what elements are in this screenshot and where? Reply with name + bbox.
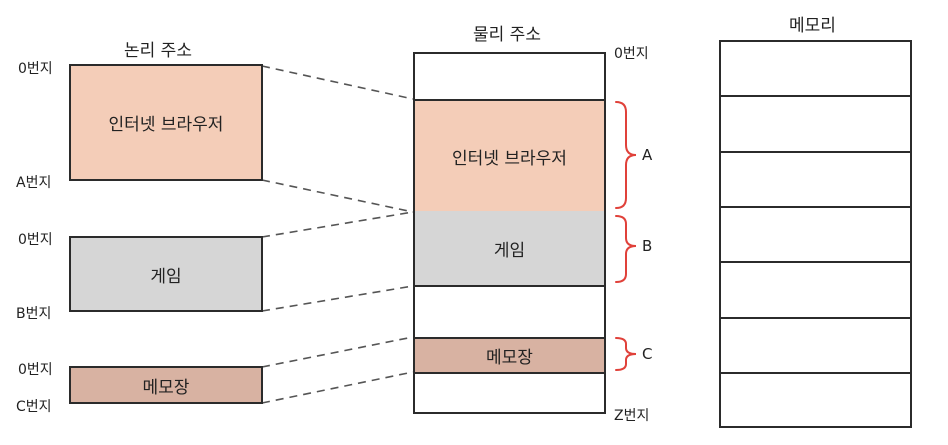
brace-c	[615, 337, 637, 371]
map-line-browser-bottom	[261, 179, 414, 213]
physical-notepad-segment: 메모장	[415, 337, 604, 374]
logical-browser-block: 인터넷 브라우저	[69, 64, 263, 181]
logical-browser-start-addr: 0번지	[18, 61, 53, 77]
physical-notepad-label: 메모장	[486, 348, 533, 368]
logical-game-block: 게임	[69, 236, 263, 312]
memory-slot-divider	[721, 206, 910, 208]
logical-browser-label: 인터넷 브라우저	[108, 115, 224, 135]
brace-label-a: A	[642, 146, 653, 164]
map-line-browser-top	[261, 65, 414, 100]
physical-bottom-addr: Z번지	[614, 408, 650, 424]
memory-slot-divider	[721, 317, 910, 319]
logical-notepad-end-addr: C번지	[16, 399, 52, 415]
brace-b	[615, 215, 637, 283]
physical-game-segment: 게임	[415, 211, 604, 287]
memory-slot-divider	[721, 372, 910, 374]
memory-title: 메모리	[789, 16, 836, 36]
memory-slot-divider	[721, 151, 910, 153]
physical-browser-segment: 인터넷 브라우저	[415, 99, 604, 213]
memory-slot-divider	[721, 95, 910, 97]
physical-game-label: 게임	[493, 240, 526, 261]
physical-address-title: 물리 주소	[473, 25, 541, 45]
brace-label-b: B	[642, 237, 653, 255]
logical-game-end-addr: B번지	[16, 306, 52, 322]
physical-address-column: 인터넷 브라우저 게임 메모장	[413, 52, 606, 414]
logical-address-title: 논리 주소	[124, 41, 192, 61]
logical-game-start-addr: 0번지	[18, 232, 53, 248]
brace-a	[615, 101, 637, 209]
logical-notepad-block: 메모장	[69, 366, 263, 404]
memory-column	[719, 40, 912, 428]
physical-browser-label: 인터넷 브라우저	[452, 148, 567, 169]
memory-slot-divider	[721, 261, 910, 263]
logical-notepad-label: 메모장	[142, 377, 190, 398]
logical-notepad-start-addr: 0번지	[18, 362, 53, 378]
logical-game-label: 게임	[150, 266, 182, 287]
map-line-notepad-bottom	[261, 371, 414, 404]
physical-top-addr: 0번지	[614, 46, 649, 62]
map-line-notepad-top	[261, 336, 414, 368]
logical-browser-end-addr: A번지	[16, 175, 52, 191]
map-line-game-bottom	[261, 285, 414, 312]
brace-label-c: C	[642, 345, 653, 363]
map-line-game-top	[261, 211, 414, 238]
